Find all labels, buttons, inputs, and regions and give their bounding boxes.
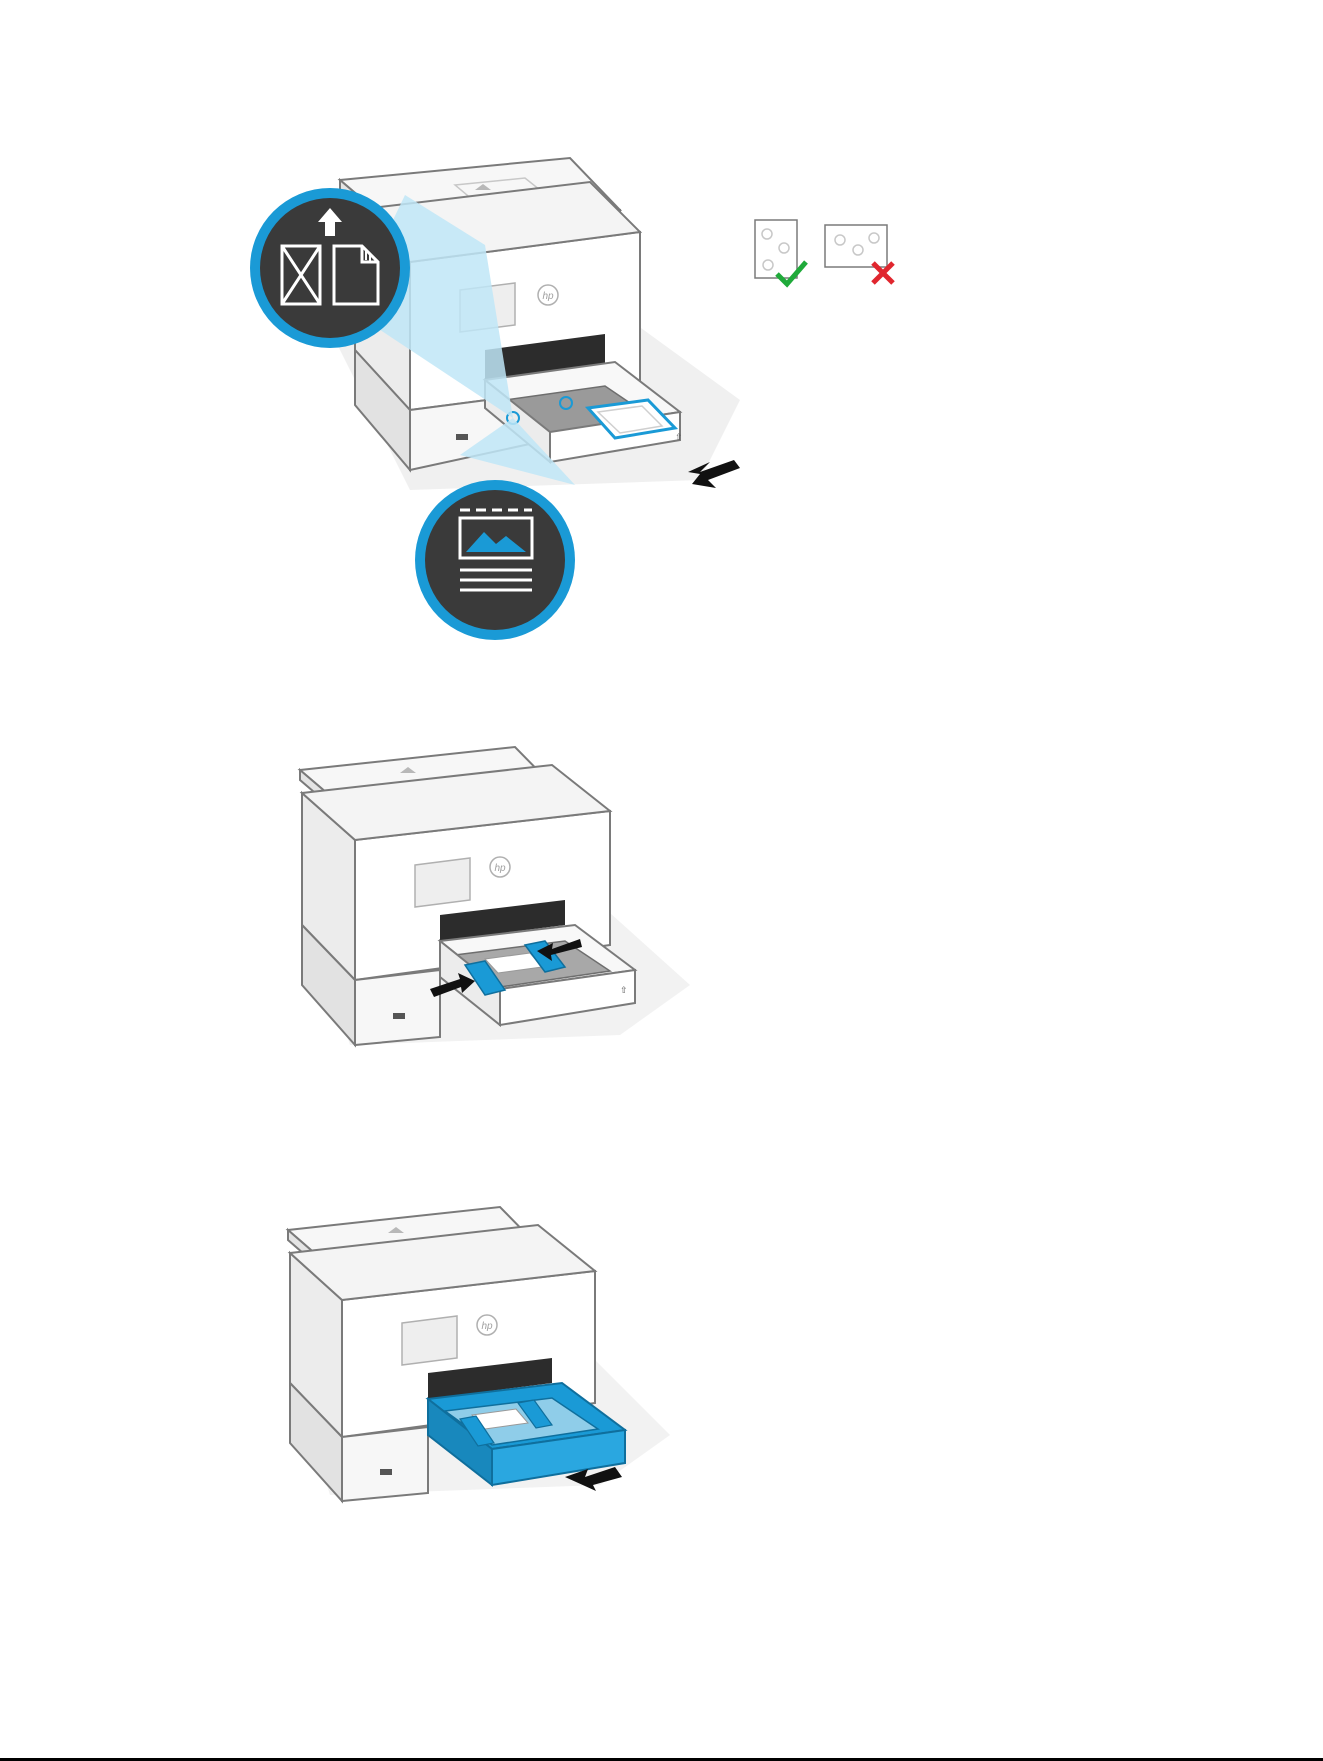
load-media-illustration: hp ⇧ bbox=[270, 150, 930, 640]
adjust-guides-illustration: hp ⇧ bbox=[290, 745, 730, 1075]
svg-text:⇧: ⇧ bbox=[620, 985, 628, 995]
correct-orientation-sample bbox=[755, 220, 806, 284]
figure-load-media: hp ⇧ bbox=[270, 150, 930, 640]
orientation-badge bbox=[250, 188, 410, 348]
hp-logo-text: hp bbox=[481, 1321, 493, 1332]
hp-logo-text: hp bbox=[494, 863, 506, 874]
photo-paper-badge bbox=[415, 480, 575, 640]
svg-text:⇧: ⇧ bbox=[675, 432, 683, 442]
hp-logo-text: hp bbox=[542, 291, 554, 302]
figure-close-tray: hp bbox=[280, 1205, 720, 1525]
close-tray-illustration: hp bbox=[280, 1205, 720, 1525]
figure-adjust-guides: hp ⇧ bbox=[290, 745, 730, 1075]
incorrect-orientation-sample bbox=[825, 225, 893, 283]
